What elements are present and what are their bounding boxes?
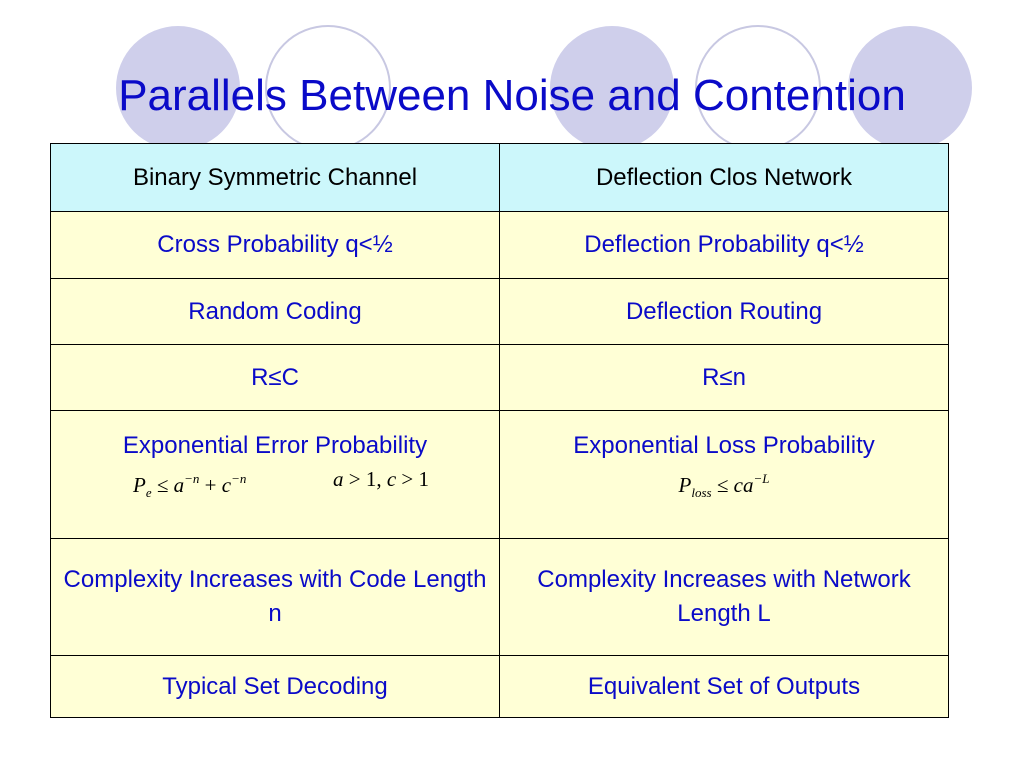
cell-text: Exponential Error Probability bbox=[122, 432, 428, 459]
table-row: Exponential Error Probability Pe ≤ a−n +… bbox=[50, 410, 949, 539]
slide-title: Parallels Between Noise and Contention bbox=[118, 71, 906, 120]
decor-circle-3 bbox=[550, 26, 674, 150]
table-cell: Exponential Error Probability Pe ≤ a−n +… bbox=[50, 410, 500, 539]
cell-text: Exponential Loss Probability bbox=[573, 432, 875, 459]
table-row: Cross Probability q<½ Deflection Probabi… bbox=[50, 211, 949, 279]
table-cell: R≤n bbox=[499, 344, 949, 411]
table-cell: Equivalent Set of Outputs bbox=[499, 655, 949, 718]
loss-probability-formula: Ploss ≤ ca−L bbox=[678, 471, 770, 500]
table-cell: Random Coding bbox=[50, 278, 500, 345]
decor-circle-1 bbox=[116, 26, 240, 150]
table-cell: R≤C bbox=[50, 344, 500, 411]
table-cell: Deflection Probability q<½ bbox=[499, 211, 949, 279]
table-cell: Typical Set Decoding bbox=[50, 655, 500, 718]
condition-formula: a > 1, c > 1 bbox=[332, 467, 429, 491]
table-header-row: Binary Symmetric Channel Deflection Clos… bbox=[50, 143, 949, 212]
comparison-table: Binary Symmetric Channel Deflection Clos… bbox=[50, 143, 949, 718]
error-bound-formula: Pe ≤ a−n + c−n bbox=[133, 471, 247, 500]
error-probability-formula: Pe ≤ a−n + c−n a > 1, c > 1 bbox=[61, 465, 489, 507]
header-deflection-clos-network: Deflection Clos Network bbox=[499, 143, 949, 212]
decor-circle-5 bbox=[848, 26, 972, 150]
table-cell: Cross Probability q<½ bbox=[50, 211, 500, 279]
table-row: R≤C R≤n bbox=[50, 344, 949, 411]
table-cell: Complexity Increases with Network Length… bbox=[499, 538, 949, 656]
table-row: Typical Set Decoding Equivalent Set of O… bbox=[50, 655, 949, 718]
table-row: Complexity Increases with Code Length n … bbox=[50, 538, 949, 656]
table-row: Random Coding Deflection Routing bbox=[50, 278, 949, 345]
table-cell: Deflection Routing bbox=[499, 278, 949, 345]
header-binary-symmetric-channel: Binary Symmetric Channel bbox=[50, 143, 500, 212]
table-cell: Complexity Increases with Code Length n bbox=[50, 538, 500, 656]
table-cell: Exponential Loss Probability Ploss ≤ ca−… bbox=[499, 410, 949, 539]
